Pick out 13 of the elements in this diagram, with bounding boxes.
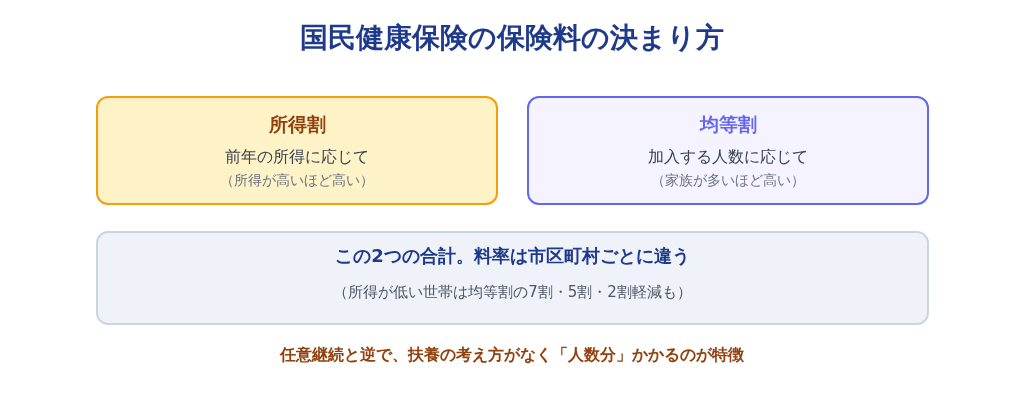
note-text: 任意継続と逆で、扶養の考え方がなく「人数分」かかるのが特徴 [280, 344, 744, 366]
card-heading: 所得割 [268, 112, 326, 137]
card-text: 加入する人数に応じて [648, 146, 808, 168]
card-heading: 均等割 [699, 112, 757, 137]
page-title: 国民健康保険の保険料の決まり方 [300, 20, 724, 56]
info-card [96, 231, 929, 325]
info-card [527, 96, 929, 205]
card-text: （所得が低い世帯は均等割の7割・5割・2割軽減も） [333, 282, 692, 303]
card-note: （家族が多いほど高い） [651, 171, 805, 190]
info-card [96, 96, 498, 205]
card-note: （所得が高いほど高い） [220, 171, 374, 190]
card-text: 前年の所得に応じて [225, 146, 369, 168]
card-heading: この2つの合計。料率は市区町村ごとに違う [335, 244, 690, 268]
